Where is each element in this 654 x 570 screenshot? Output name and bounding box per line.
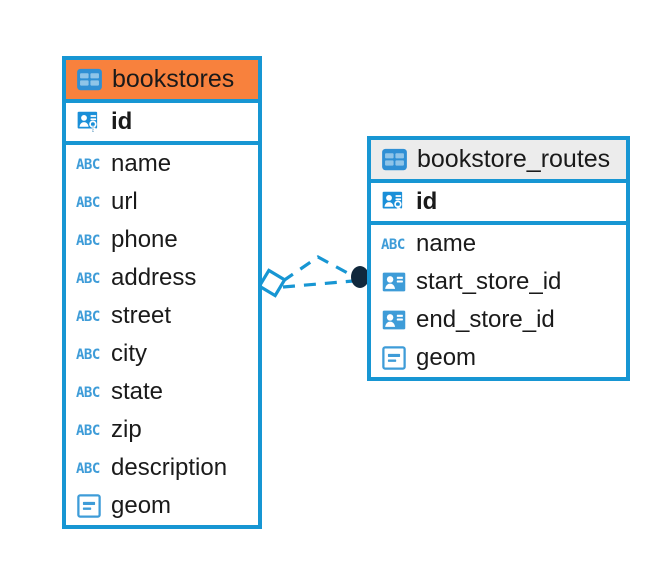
svg-text:ABC: ABC: [76, 271, 100, 287]
svg-text:ABC: ABC: [381, 237, 405, 253]
field-row[interactable]: id: [66, 103, 258, 141]
field-row[interactable]: end_store_id: [371, 301, 626, 339]
svg-text:ABC: ABC: [76, 157, 100, 173]
relationship-line-upper: [282, 255, 356, 283]
field-label: state: [111, 378, 164, 405]
field-row[interactable]: ABC description: [66, 449, 258, 487]
entity-bookstore-routes-header[interactable]: bookstore_routes: [371, 140, 626, 183]
foreign-key-icon: [382, 310, 406, 330]
field-label: address: [111, 264, 197, 291]
foreign-key-icon: [382, 272, 406, 292]
field-row[interactable]: ABC name: [371, 225, 626, 263]
field-row[interactable]: ABC city: [66, 335, 258, 373]
primary-key-icon: [77, 111, 98, 132]
entity-bookstore-routes-fields: ABC name start_store_id: [371, 225, 626, 377]
field-row[interactable]: ABC zip: [66, 411, 258, 449]
entity-bookstores-header[interactable]: bookstores: [66, 60, 258, 103]
field-label: phone: [111, 226, 178, 253]
field-label: zip: [111, 416, 142, 443]
field-row[interactable]: ABC url: [66, 183, 258, 221]
field-row[interactable]: start_store_id: [371, 263, 626, 301]
abc-icon: ABC: [76, 423, 100, 439]
svg-text:ABC: ABC: [76, 233, 100, 249]
abc-icon: ABC: [76, 157, 100, 173]
field-label: url: [111, 188, 138, 215]
entity-bookstore-routes-title: bookstore_routes: [417, 145, 611, 173]
abc-icon: ABC: [381, 237, 405, 253]
primary-key-icon: [382, 191, 403, 212]
entity-bookstore-routes[interactable]: bookstore_routes id: [367, 136, 630, 381]
entity-bookstores-fields: ABC name ABC url ABC phone ABC ad: [66, 145, 258, 525]
entity-bookstores-primary-keys: id: [66, 103, 258, 145]
field-row[interactable]: id: [371, 183, 626, 221]
table-icon: [382, 148, 407, 170]
field-row[interactable]: ABC phone: [66, 221, 258, 259]
entity-bookstores-title: bookstores: [112, 65, 235, 93]
abc-icon: ABC: [76, 461, 100, 477]
entity-bookstores[interactable]: bookstores: [62, 56, 262, 529]
field-row[interactable]: ABC state: [66, 373, 258, 411]
field-label: name: [416, 230, 477, 257]
field-label: end_store_id: [416, 306, 555, 333]
svg-text:ABC: ABC: [76, 461, 100, 477]
abc-icon: ABC: [76, 195, 100, 211]
geometry-icon: [77, 494, 101, 518]
field-label: geom: [111, 492, 172, 519]
abc-icon: ABC: [76, 347, 100, 363]
abc-icon: ABC: [76, 385, 100, 401]
svg-text:ABC: ABC: [76, 347, 100, 363]
field-label: street: [111, 302, 172, 329]
field-row[interactable]: geom: [66, 487, 258, 525]
entity-bookstore-routes-primary-keys: id: [371, 183, 626, 225]
abc-icon: ABC: [76, 309, 100, 325]
field-label: start_store_id: [416, 268, 562, 295]
field-label: id: [111, 108, 133, 135]
field-row[interactable]: geom: [371, 339, 626, 377]
abc-icon: ABC: [76, 233, 100, 249]
field-label: city: [111, 340, 147, 367]
svg-text:ABC: ABC: [76, 385, 100, 401]
field-row[interactable]: ABC name: [66, 145, 258, 183]
field-row[interactable]: ABC address: [66, 259, 258, 297]
abc-icon: ABC: [76, 271, 100, 287]
field-label: geom: [416, 344, 477, 371]
table-icon: [77, 68, 102, 90]
relationship-line-lower: [282, 279, 354, 289]
svg-text:ABC: ABC: [76, 309, 100, 325]
svg-text:ABC: ABC: [76, 195, 100, 211]
field-label: id: [416, 188, 438, 215]
field-label: description: [111, 454, 228, 481]
field-row[interactable]: ABC street: [66, 297, 258, 335]
field-label: name: [111, 150, 172, 177]
geometry-icon: [382, 346, 406, 370]
svg-text:ABC: ABC: [76, 423, 100, 439]
